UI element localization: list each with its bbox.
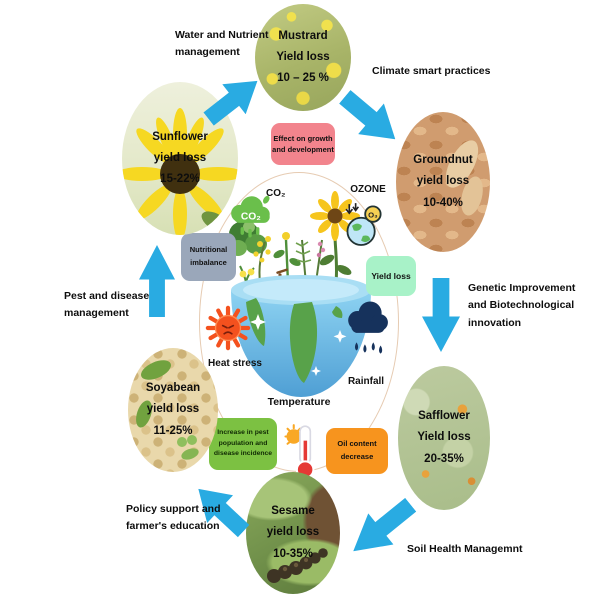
sunflower-yield-value: 15-22% [160,173,200,186]
soyabean-yield-value: 11-25% [153,424,193,437]
sunflower-yield-label: yield loss [153,151,207,164]
ozone-badge-text: O₃ [368,210,378,219]
earth-bowl [231,275,371,397]
safflower-yield-value: 20-35% [424,452,464,465]
crop-circle-sesame: Sesame yield loss 10-35% [246,472,340,594]
safflower-name: Safflower [418,410,470,423]
crop-circle-safflower: Safflower Yield loss 20-35% [398,366,490,510]
crop-circle-groundnut: Groundnut yield loss 10-40% [396,112,490,252]
groundnut-yield-label: yield loss [416,175,470,188]
rainfall-label: Rainfall [347,376,385,387]
safflower-yield-label: Yield loss [417,431,471,444]
heat-stress-label: Heat stress [208,358,262,369]
practice-genetic-improvement: Genetic Improvement and Biotechnological… [468,282,576,329]
soyabean-pod-icon [136,360,199,460]
ozone-label: OZONE [350,184,386,195]
crop-circle-soyabean: Soyabean yield loss 11-25% [128,348,218,472]
practice-climate-smart: Climate smart practices [372,65,491,77]
sunflower-photo-icon [122,108,238,235]
soyabean-name: Soyabean [145,382,201,395]
practice-pest-disease: Pest and disease management [64,290,150,320]
mustard-yield-value: 10 – 25 % [277,72,329,85]
practice-policy-support: Policy support and farmer's education [126,503,221,533]
sunflower-head [310,191,360,241]
co2-icon-text: CO₂ [241,211,261,222]
sunflower-name: Sunflower [152,130,208,143]
mustard-yield-label: Yield loss [276,50,330,63]
rain-cloud-icon [348,301,388,354]
sesame-name: Sesame [271,505,315,518]
ozone-icon: O₃ [345,203,382,246]
yield-loss-box: Yield loss [366,256,416,296]
sesame-caterpillar-icon [267,548,328,583]
sesame-yield-value: 10-35% [273,547,313,560]
heat-stress-sun-icon [205,305,251,351]
sesame-yield-label: yield loss [266,526,320,539]
groundnut-yield-value: 10-40% [423,196,463,209]
arrow-groundnut-to-safflower [422,278,460,352]
mustard-name: Mustrard [278,29,328,42]
co2-cloud-icon: CO₂ [231,195,270,238]
practice-soil-health: Soil Health Managemnt [407,543,523,555]
groundnut-photo-icon [445,140,483,216]
pest-increase-box: Increase in pest population and disease … [209,418,277,470]
groundnut-name: Groundnut [413,154,473,167]
temperature-label: Temperature [267,396,331,408]
crop-circle-mustard: Mustrard Yield loss 10 – 25 % [255,4,351,111]
thermometer-icon [284,424,315,479]
oil-content-box: Oil content decrease [326,428,388,474]
practice-water-nutrient: Water and Nutrient management [175,29,269,59]
nutritional-imbalance-box: Nutritional imbalance [181,233,236,281]
co2-label: CO₂ [266,188,286,199]
crop-circle-sunflower: Sunflower yield loss 15-22% [122,82,238,235]
effect-growth-box: Effect on growth and development [271,123,335,165]
soyabean-yield-label: yield loss [146,403,200,416]
